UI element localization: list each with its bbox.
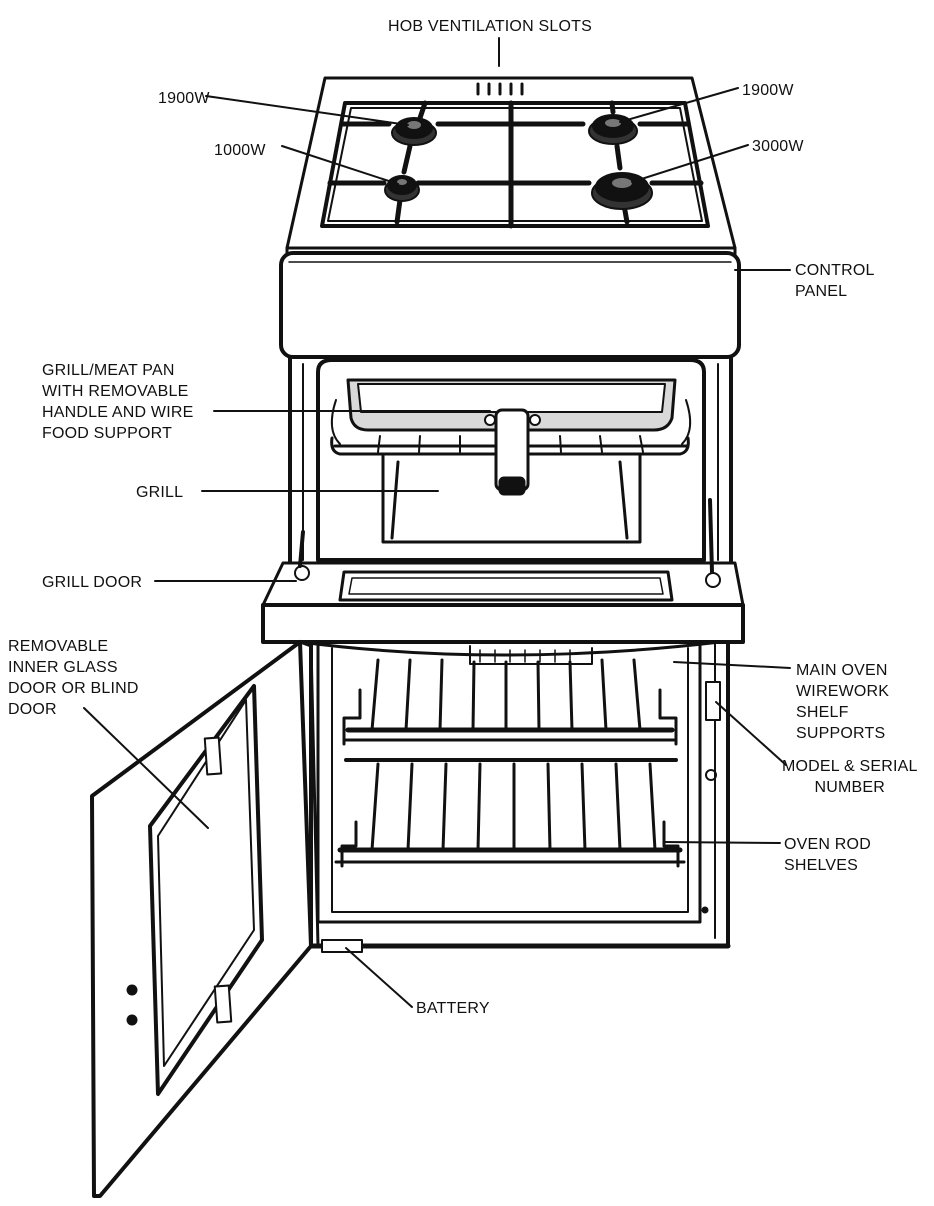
- label-oven-rod-line: OVEN ROD: [784, 836, 871, 853]
- label-burner-front-right: 3000W: [752, 138, 804, 155]
- label-oven-rod-line: SHELVES: [784, 857, 859, 874]
- label-main-oven-line: MAIN OVEN: [796, 662, 888, 679]
- label-inner-glass-door-line: REMOVABLE: [8, 638, 109, 655]
- label-burner-rear-left: 1900W: [158, 90, 210, 107]
- label-grill-meat-pan-line: WITH REMOVABLE: [42, 383, 189, 400]
- label-burner-rear-right: 1900W: [742, 82, 794, 99]
- burner-rear-left: [391, 117, 437, 146]
- main-oven-door: [90, 640, 320, 1198]
- leader-lines: [83, 37, 791, 1008]
- grill-meat-pan: [330, 378, 692, 496]
- label-main-oven-line: WIREWORK: [796, 683, 890, 700]
- label-inner-glass-door-line: INNER GLASS: [8, 659, 118, 676]
- cabinet-body: [288, 355, 733, 949]
- label-inner-glass-door-line: DOOR OR BLIND: [8, 680, 139, 697]
- label-grill-meat-pan-line: GRILL/MEAT PAN: [42, 362, 175, 379]
- label-grill-door: GRILL DOOR: [42, 574, 143, 591]
- label-inner-glass-door: REMOVABLE INNER GLASS DOOR OR BLIND DOOR: [8, 636, 139, 720]
- label-grill-meat-pan-line: FOOD SUPPORT: [42, 425, 173, 442]
- label-hob-ventilation-slots: HOB VENTILATION SLOTS: [388, 18, 592, 35]
- hob-top: [285, 76, 737, 258]
- label-control-panel: CONTROL PANEL: [795, 260, 875, 302]
- main-oven-interior: [298, 640, 722, 924]
- label-model-serial-line: MODEL & SERIAL: [782, 758, 918, 775]
- label-main-oven-line: SHELF: [796, 704, 849, 721]
- label-burner-front-left: 1000W: [214, 142, 266, 159]
- burner-front-left: [384, 175, 420, 202]
- label-inner-glass-door-line: DOOR: [8, 701, 57, 718]
- label-grill: GRILL: [136, 484, 184, 501]
- label-control-panel-line: CONTROL: [795, 262, 875, 279]
- grill-door: [261, 498, 745, 644]
- label-main-oven-line: SUPPORTS: [796, 725, 886, 742]
- label-model-serial-line: NUMBER: [814, 779, 886, 796]
- label-grill-meat-pan: GRILL/MEAT PAN WITH REMOVABLE HANDLE AND…: [42, 360, 193, 444]
- label-control-panel-line: PANEL: [795, 283, 848, 300]
- label-grill-meat-pan-line: HANDLE AND WIRE: [42, 404, 194, 421]
- label-main-oven-shelf-supports: MAIN OVEN WIREWORK SHELF SUPPORTS: [796, 660, 889, 744]
- label-model-serial-number: MODEL & SERIAL NUMBER: [782, 756, 918, 798]
- control-panel: [279, 251, 741, 359]
- label-battery: BATTERY: [416, 1000, 490, 1017]
- label-oven-rod-shelves: OVEN ROD SHELVES: [784, 834, 871, 876]
- battery-compartment: [321, 939, 363, 953]
